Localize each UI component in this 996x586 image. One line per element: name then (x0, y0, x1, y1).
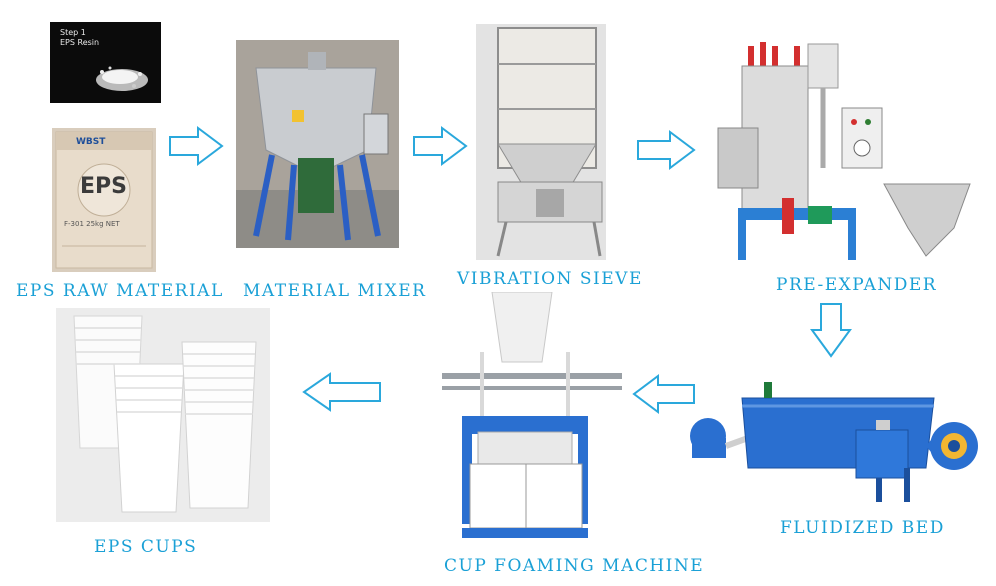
vibration-sieve-photo (476, 24, 606, 260)
arrow-right-icon (413, 126, 468, 166)
cup-foaming-machine-photo (442, 292, 622, 544)
resin-caption-1: Step 1 (60, 28, 86, 37)
label-pre-expander: PRE-EXPANDER (776, 275, 938, 295)
eps-bag-photo: WBST EPS F-301 25kg NET (52, 128, 156, 272)
eps-resin-photo: Step 1 EPS Resin (50, 22, 161, 103)
label-cup-foaming-machine: CUP FOAMING MACHINE (444, 556, 705, 576)
label-eps-raw-material: EPS RAW MATERIAL (16, 281, 224, 301)
bag-brand: WBST (76, 137, 106, 147)
eps-cups-photo (56, 308, 270, 522)
label-vibration-sieve: VIBRATION SIEVE (457, 269, 643, 289)
arrow-right-icon (637, 130, 696, 170)
resin-caption-2: EPS Resin (60, 38, 100, 47)
label-eps-cups: EPS CUPS (94, 537, 198, 557)
bag-grade: F-301 25kg NET (64, 220, 120, 228)
arrow-down-icon (810, 303, 852, 358)
arrow-left-icon (302, 372, 381, 412)
material-mixer-photo (236, 40, 399, 248)
arrow-right-icon (169, 126, 224, 166)
pre-expander-photo (708, 38, 976, 266)
label-fluidized-bed: FLUIDIZED BED (780, 518, 945, 538)
fluidized-bed-photo (686, 376, 984, 506)
arrow-left-icon (632, 374, 695, 414)
label-material-mixer: MATERIAL MIXER (243, 281, 427, 301)
bag-product: EPS (80, 174, 127, 199)
